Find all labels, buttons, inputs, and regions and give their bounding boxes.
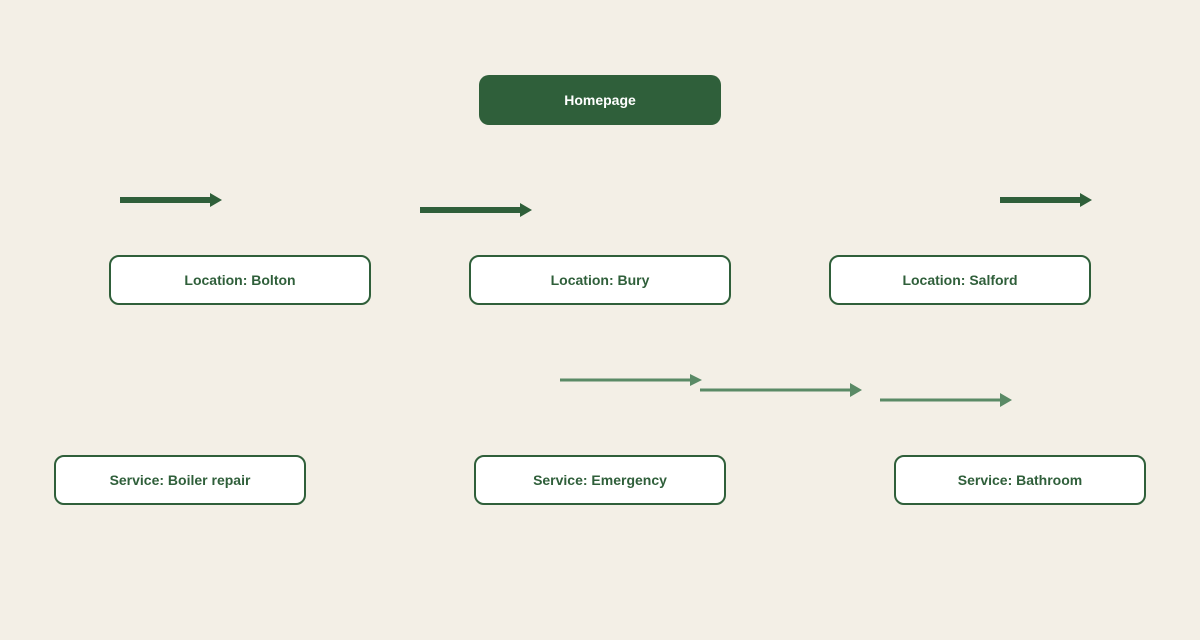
node-label: Location: Bolton <box>184 272 296 288</box>
arrow-head <box>210 193 222 207</box>
node-location-salford: Location: Salford <box>829 255 1091 305</box>
node-label: Service: Boiler repair <box>109 472 251 488</box>
node-service-boiler-repair: Service: Boiler repair <box>54 455 306 505</box>
node-service-bathroom: Service: Bathroom <box>894 455 1146 505</box>
arrow-head <box>520 203 532 217</box>
node-service-emergency: Service: Emergency <box>474 455 726 505</box>
arrow-head <box>1000 393 1012 407</box>
arrow-head <box>850 383 862 397</box>
arrow-head <box>1080 193 1092 207</box>
node-location-bolton: Location: Bolton <box>109 255 371 305</box>
node-label: Location: Salford <box>902 272 1018 288</box>
node-label: Homepage <box>564 92 636 108</box>
node-label: Service: Bathroom <box>957 472 1083 488</box>
primary-arrows <box>120 193 1092 217</box>
node-homepage: Homepage <box>479 75 721 125</box>
node-location-bury: Location: Bury <box>469 255 731 305</box>
secondary-arrows <box>560 374 1012 407</box>
node-label: Location: Bury <box>550 272 650 288</box>
arrow-head <box>690 374 702 386</box>
node-label: Service: Emergency <box>533 472 667 488</box>
